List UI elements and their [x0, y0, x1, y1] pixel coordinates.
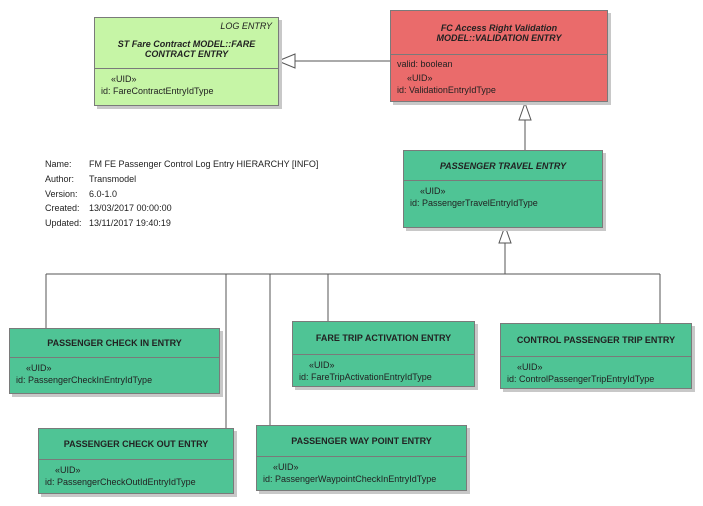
class-title-text: FC Access Right Validation MODEL::VALIDA…	[436, 22, 562, 43]
attribute-compartment: «UID» id: FareContractEntryIdType	[95, 69, 278, 101]
meta-row-name: Name: FM FE Passenger Control Log Entry …	[45, 157, 318, 172]
generalization-arrowhead-validation-bottom	[518, 101, 532, 121]
attribute-id: id: ControlPassengerTripEntryIdType	[507, 374, 655, 384]
uid-stereotype: «UID»	[407, 73, 433, 83]
class-title: FARE TRIP ACTIVATION ENTRY	[293, 322, 474, 354]
uid-stereotype: «UID»	[55, 465, 81, 475]
class-title-text: FARE TRIP ACTIVATION ENTRY	[315, 333, 452, 343]
uid-stereotype: «UID»	[309, 360, 335, 370]
meta-row-updated: Updated: 13/11/2017 19:40:19	[45, 216, 318, 231]
meta-row-version: Version: 6.0-1.0	[45, 187, 318, 202]
class-title-text: CONTROL PASSENGER TRIP ENTRY	[516, 335, 676, 345]
uid-stereotype: «UID»	[26, 363, 52, 373]
compartment-divider	[39, 459, 233, 460]
attribute-id: id: FareTripActivationEntryIdType	[299, 372, 432, 382]
class-title: PASSENGER CHECK OUT ENTRY	[39, 429, 233, 459]
compartment-divider	[391, 54, 607, 55]
class-title: PASSENGER WAY POINT ENTRY	[257, 426, 466, 456]
attribute-compartment: «UID» id: FareTripActivationEntryIdType	[293, 355, 474, 387]
attribute-valid: valid: boolean	[397, 59, 453, 69]
class-title-text: ST Fare Contract MODEL::FARE CONTRACT EN…	[117, 39, 256, 59]
class-validation-entry[interactable]: FC Access Right Validation MODEL::VALIDA…	[390, 10, 608, 102]
class-title-text: PASSENGER CHECK IN ENTRY	[47, 338, 182, 348]
class-title: PASSENGER TRAVEL ENTRY	[404, 151, 602, 180]
meta-created-value: 13/03/2017 00:00:00	[89, 203, 172, 214]
meta-version-value: 6.0-1.0	[89, 188, 118, 199]
meta-updated-label: Updated:	[45, 218, 82, 229]
compartment-divider	[95, 68, 278, 69]
class-passenger-way-point-entry[interactable]: PASSENGER WAY POINT ENTRY «UID» id: Pass…	[256, 425, 467, 491]
class-title: ST Fare Contract MODEL::FARE CONTRACT EN…	[95, 18, 278, 68]
class-title-text: PASSENGER CHECK OUT ENTRY	[63, 439, 209, 449]
attribute-id: id: PassengerWaypointCheckInEntryIdType	[263, 474, 437, 484]
class-title: FC Access Right Validation MODEL::VALIDA…	[391, 11, 607, 54]
meta-row-created: Created: 13/03/2017 00:00:00	[45, 201, 318, 216]
class-fare-contract-entry[interactable]: LOG ENTRY ST Fare Contract MODEL::FARE C…	[94, 17, 279, 106]
generalization-arrowhead-validation-left	[276, 53, 296, 69]
attribute-id: id: PassengerCheckInEntryIdType	[16, 375, 153, 385]
meta-author-value: Transmodel	[89, 173, 137, 184]
class-title: CONTROL PASSENGER TRIP ENTRY	[501, 324, 691, 356]
uid-stereotype: «UID»	[517, 362, 543, 372]
class-title-text: PASSENGER TRAVEL ENTRY	[439, 160, 567, 171]
meta-name-value: FM FE Passenger Control Log Entry HIERAR…	[89, 159, 319, 169]
attribute-compartment: «UID» id: PassengerTravelEntryIdType	[404, 181, 602, 213]
class-control-passenger-trip-entry[interactable]: CONTROL PASSENGER TRIP ENTRY «UID» id: C…	[500, 323, 692, 389]
uid-stereotype: «UID»	[111, 74, 137, 84]
class-title: PASSENGER CHECK IN ENTRY	[10, 329, 219, 357]
compartment-divider	[404, 180, 602, 181]
compartment-divider	[293, 354, 474, 355]
class-passenger-travel-entry[interactable]: PASSENGER TRAVEL ENTRY «UID» id: Passeng…	[403, 150, 603, 228]
diagram-metadata: Name: FM FE Passenger Control Log Entry …	[45, 157, 318, 231]
compartment-divider	[257, 456, 466, 457]
class-fare-trip-activation-entry[interactable]: FARE TRIP ACTIVATION ENTRY «UID» id: Far…	[292, 321, 475, 387]
meta-row-author: Author: Transmodel	[45, 172, 318, 187]
meta-version-label: Version:	[45, 188, 78, 199]
attribute-compartment: «UID» id: PassengerCheckInEntryIdType	[10, 358, 219, 390]
class-title-text: PASSENGER WAY POINT ENTRY	[291, 436, 432, 446]
compartment-divider	[501, 356, 691, 357]
stereotype-label: LOG ENTRY	[220, 21, 272, 31]
uid-stereotype: «UID»	[420, 186, 446, 196]
uid-stereotype: «UID»	[273, 462, 299, 472]
meta-updated-value: 13/11/2017 19:40:19	[89, 218, 171, 229]
meta-name-label: Name:	[45, 159, 72, 169]
attribute-id: id: PassengerTravelEntryIdType	[410, 198, 538, 208]
meta-author-label: Author:	[45, 173, 75, 184]
attribute-compartment: «UID» id: PassengerWaypointCheckInEntryI…	[257, 457, 466, 489]
attribute-compartment: valid: boolean «UID» id: ValidationEntry…	[391, 55, 607, 100]
class-passenger-check-in-entry[interactable]: PASSENGER CHECK IN ENTRY «UID» id: Passe…	[9, 328, 220, 394]
compartment-divider	[10, 357, 219, 358]
class-passenger-check-out-entry[interactable]: PASSENGER CHECK OUT ENTRY «UID» id: Pass…	[38, 428, 234, 494]
attribute-id: id: FareContractEntryIdType	[101, 86, 214, 96]
meta-created-label: Created:	[45, 203, 80, 214]
generalization-arrowhead-passenger-travel	[498, 224, 512, 244]
attribute-compartment: «UID» id: PassengerCheckOutIdEntryIdType	[39, 460, 233, 492]
attribute-compartment: «UID» id: ControlPassengerTripEntryIdTyp…	[501, 357, 691, 389]
attribute-id: id: PassengerCheckOutIdEntryIdType	[45, 477, 196, 487]
attribute-id: id: ValidationEntryIdType	[397, 85, 496, 95]
